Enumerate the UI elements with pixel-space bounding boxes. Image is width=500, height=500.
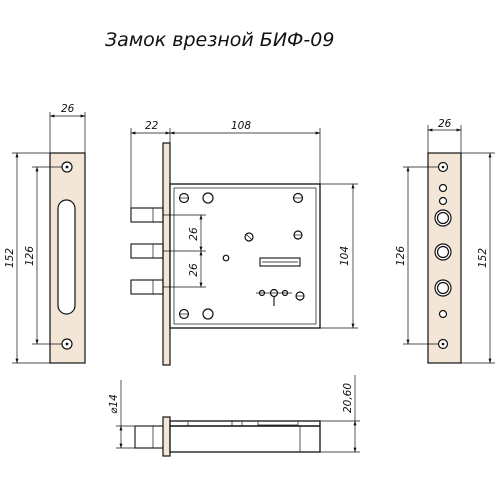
keyhole bbox=[256, 288, 292, 306]
dim-bolt-spacing-lower: 26 bbox=[188, 263, 200, 277]
side-view: 22 108 104 26 26 bbox=[130, 120, 358, 366]
drawing-title: Замок врезной БИФ-09 bbox=[105, 29, 334, 51]
dim-body-offset: 22 bbox=[145, 120, 159, 132]
bolt-end-view bbox=[134, 425, 166, 449]
dim-front-hole-spacing: 126 bbox=[24, 246, 36, 266]
dim-body-width: 108 bbox=[231, 120, 251, 132]
dim-back-height: 152 bbox=[477, 248, 489, 268]
latch-slot bbox=[259, 257, 301, 267]
dim-bolt-spacing-upper: 26 bbox=[188, 227, 200, 241]
dim-back-width: 26 bbox=[438, 118, 452, 130]
dim-body-height: 104 bbox=[339, 246, 351, 266]
side-faceplate bbox=[162, 142, 171, 366]
bolt-middle bbox=[130, 243, 164, 259]
bottom-view: ⌀14 20,60 bbox=[108, 375, 360, 457]
bolt-top bbox=[130, 207, 164, 223]
front-view: 26 152 126 bbox=[4, 103, 86, 364]
dim-back-hole-spacing: 126 bbox=[395, 246, 407, 266]
bolt-bottom bbox=[130, 279, 164, 295]
lock-body bbox=[169, 183, 321, 329]
back-view: 26 126 152 bbox=[395, 118, 495, 364]
bolt-slot bbox=[57, 199, 76, 315]
dim-front-height: 152 bbox=[4, 248, 16, 268]
dim-front-width: 26 bbox=[61, 103, 75, 115]
dim-body-thickness: 20,60 bbox=[342, 383, 354, 413]
dim-bolt-diameter: ⌀14 bbox=[108, 394, 120, 414]
